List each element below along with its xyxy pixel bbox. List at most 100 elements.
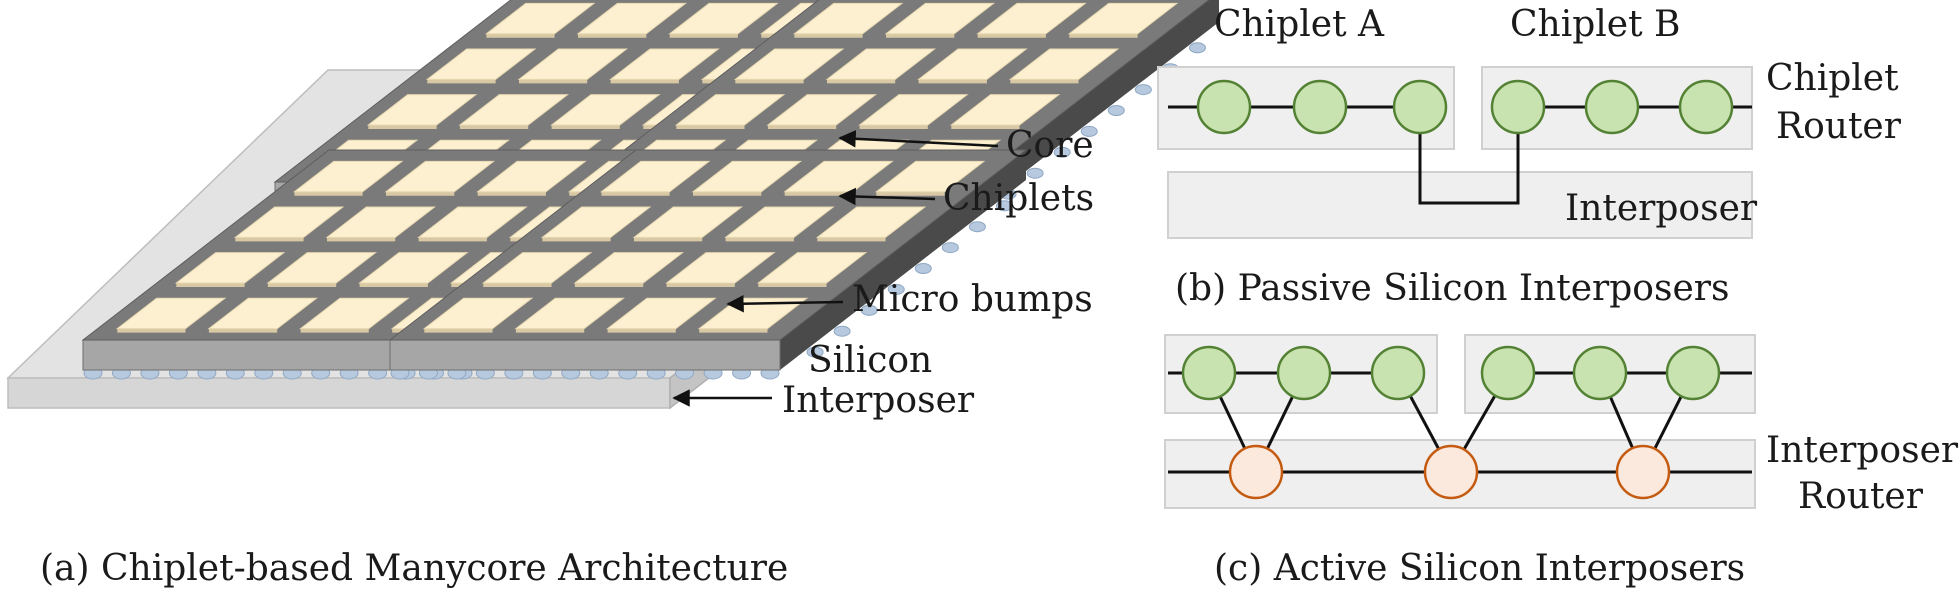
core — [417, 206, 528, 238]
core — [207, 297, 318, 330]
core — [697, 297, 809, 330]
core-edge — [725, 237, 794, 242]
label-interposer: Interposer — [782, 380, 975, 421]
core — [766, 94, 878, 126]
caption-a: (a) Chiplet-based Manycore Architecture — [40, 548, 788, 589]
core — [1067, 2, 1179, 35]
core-edge — [551, 125, 620, 129]
core-edge — [574, 283, 644, 287]
chiplet-router — [1370, 345, 1426, 401]
label-micro-bumps: Micro bumps — [852, 279, 1093, 320]
core-edge — [859, 125, 928, 129]
core-edge — [676, 125, 745, 129]
core-edge — [300, 328, 369, 333]
core — [632, 206, 744, 238]
chiplet-front-face — [389, 339, 781, 371]
core — [609, 48, 720, 80]
core-edge — [176, 283, 245, 287]
core — [476, 160, 587, 193]
label-chiplet-a: Chiplet A — [1214, 4, 1385, 45]
label-interposer-router-2: Router — [1798, 476, 1924, 517]
core — [514, 297, 625, 330]
core-edge — [607, 328, 676, 333]
caption-c: (c) Active Silicon Interposers — [1214, 548, 1745, 589]
core — [917, 48, 1028, 80]
core — [674, 94, 786, 126]
micro-bump — [887, 283, 905, 295]
micro-bump — [914, 263, 932, 274]
caption-b: (b) Passive Silicon Interposers — [1175, 268, 1729, 309]
micro-bump — [806, 346, 824, 358]
core — [976, 2, 1087, 35]
panel-b: Chiplet A Chiplet B Chiplet Router Inter… — [1157, 4, 1902, 309]
core-edge — [117, 328, 186, 333]
core — [325, 206, 437, 238]
core — [733, 48, 845, 80]
core — [481, 252, 593, 284]
core — [815, 206, 927, 238]
micro-bump — [995, 200, 1013, 212]
chiplet-router — [1572, 345, 1628, 401]
core-edge — [767, 125, 837, 129]
chiplet-router — [1181, 345, 1237, 401]
core — [540, 206, 652, 238]
passive-interposer-wire — [1418, 107, 1520, 205]
panel-c: Interposer Router (c) Active Silicon Int… — [1164, 334, 1959, 589]
micro-bump — [968, 221, 986, 233]
micro-bump — [833, 325, 851, 337]
core-edge — [666, 283, 735, 287]
micro-bump — [1134, 84, 1152, 96]
panel-a: Core Chiplets Micro bumps Silicon Interp… — [6, 0, 1219, 589]
core-edge — [359, 283, 428, 287]
chiplet-router — [1678, 79, 1734, 135]
chiplet-side-face — [973, 0, 1219, 212]
core — [783, 160, 894, 193]
core — [691, 160, 803, 193]
core-edge — [267, 283, 337, 287]
core-edge — [294, 191, 363, 196]
chiplet-router — [1584, 79, 1640, 135]
core — [724, 206, 835, 238]
core — [668, 2, 779, 35]
core — [517, 48, 629, 80]
core — [266, 252, 378, 284]
interposer-front-face — [7, 377, 671, 409]
micro-bump — [941, 242, 959, 254]
core — [366, 94, 478, 126]
core — [299, 297, 410, 330]
core-edge — [542, 237, 611, 242]
core — [599, 160, 711, 193]
interposer-router — [1423, 444, 1479, 500]
chiplet-router — [1292, 79, 1348, 135]
core — [874, 160, 986, 193]
label-chiplet-router-1: Chiplet — [1766, 58, 1899, 99]
core-edge — [578, 33, 647, 38]
core — [174, 252, 286, 284]
core-edge — [368, 125, 437, 129]
core-edge — [418, 237, 487, 242]
core — [576, 2, 688, 35]
label-chiplet-b: Chiplet B — [1510, 4, 1680, 45]
core-edge — [669, 33, 738, 38]
core — [550, 94, 661, 126]
core-edge — [208, 328, 278, 333]
core-edge — [693, 191, 762, 196]
arrow-core — [838, 130, 999, 148]
chiplet-router — [1392, 79, 1448, 135]
micro-bump — [1107, 105, 1125, 116]
core-edge — [519, 79, 588, 84]
core — [233, 206, 345, 238]
chiplet-side-face — [780, 150, 1026, 370]
micro-bump — [1188, 42, 1206, 54]
core-edge — [876, 191, 945, 196]
core-edge — [386, 191, 455, 196]
core-edge — [784, 191, 853, 196]
arrow-micro-bumps — [726, 294, 844, 313]
core-edge — [827, 79, 896, 84]
core-edge — [477, 191, 546, 196]
core — [858, 94, 969, 126]
core — [825, 48, 937, 80]
core-edge — [886, 33, 955, 38]
core — [606, 297, 717, 330]
core-edge — [424, 328, 493, 333]
